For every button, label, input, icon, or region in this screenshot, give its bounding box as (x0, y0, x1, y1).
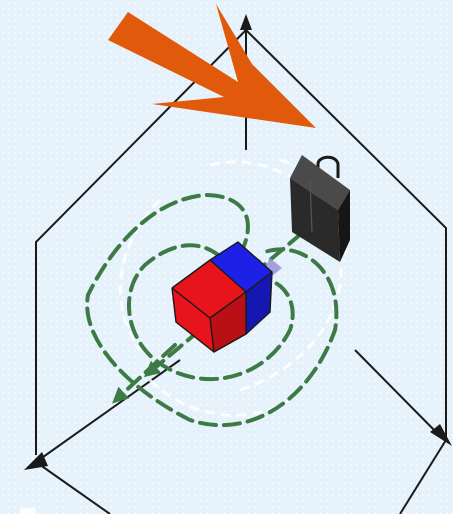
briefcase-top (290, 155, 350, 210)
briefcase (290, 155, 350, 262)
north-pole-front (172, 288, 214, 352)
right-frame-edge (245, 29, 447, 440)
south-pole-top (210, 242, 272, 292)
north-pole-side (210, 292, 246, 352)
cursor-marker (20, 508, 36, 514)
briefcase-handle (316, 155, 340, 178)
z-axis-arrowhead (240, 14, 252, 30)
field-arrow-middle (143, 328, 202, 378)
orange-pointer-arrow (108, 4, 316, 128)
field-loop-outer (85, 192, 339, 428)
briefcase-front (290, 178, 340, 262)
briefcase-side (338, 190, 350, 262)
briefcase-edge (309, 179, 313, 233)
pointer-arrow-shape (108, 4, 316, 128)
left-frame-edge (35, 29, 247, 455)
bottom-left-edge (35, 461, 111, 514)
bottom-right-edge (399, 439, 447, 514)
bar-magnet (171, 241, 282, 353)
y-axis-line (354, 349, 441, 437)
